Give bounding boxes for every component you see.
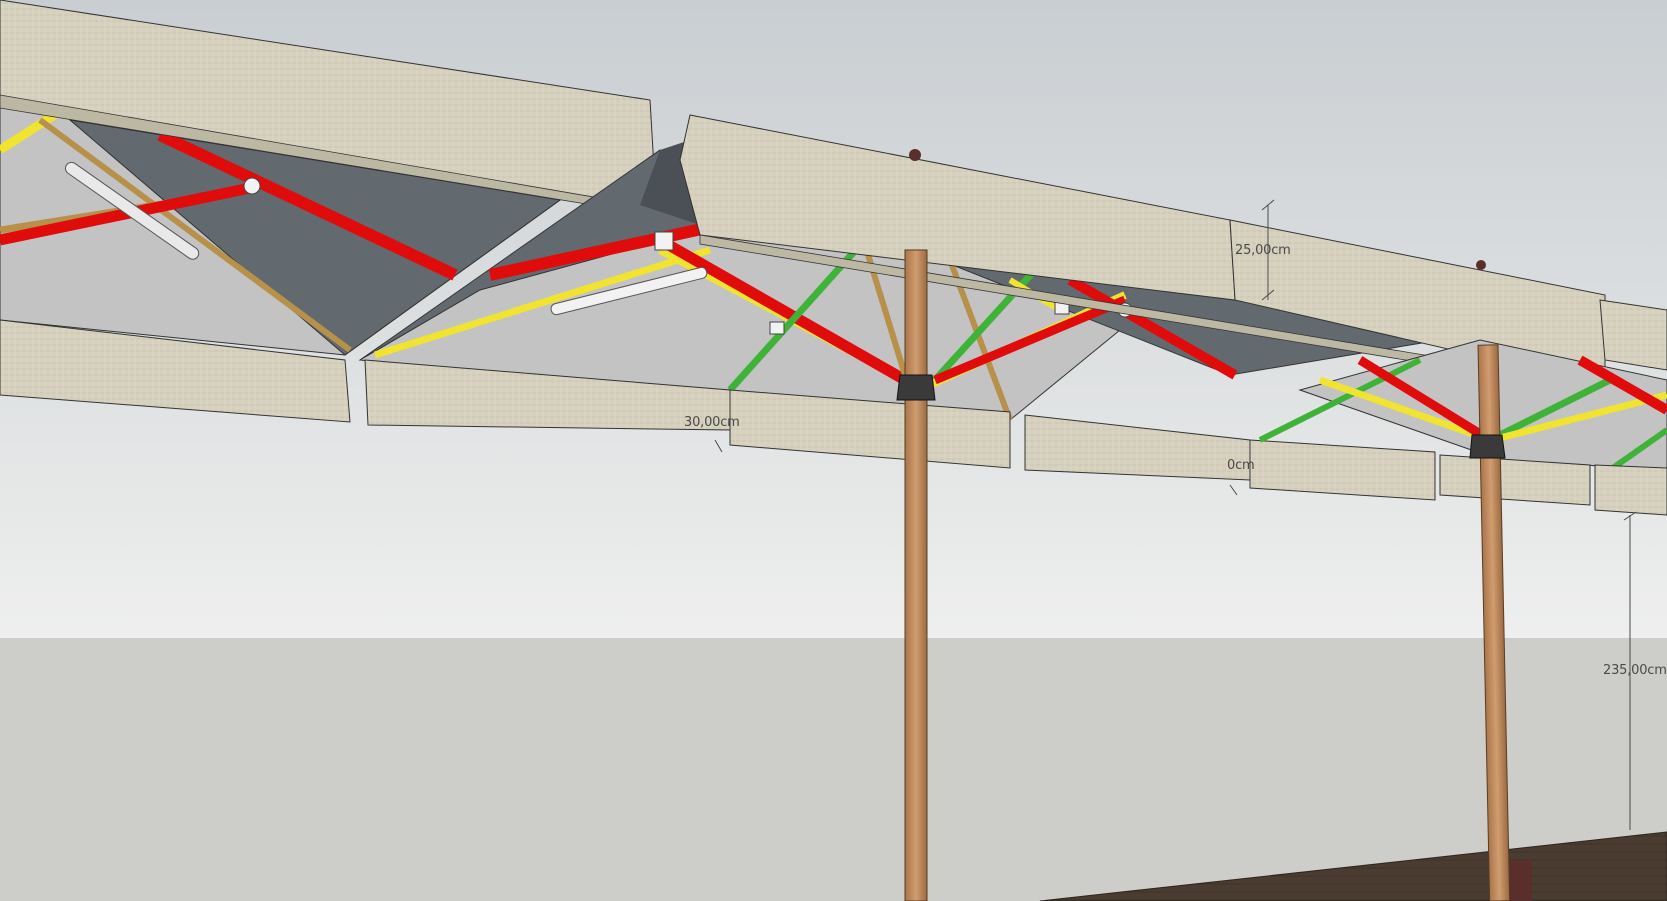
dimension-label-30cm: 30,00cm: [684, 415, 740, 430]
dimension-label-235cm: 235,00cm: [1603, 663, 1667, 678]
umbrella-center: [358, 114, 1606, 901]
center-hub: [896, 374, 936, 401]
dimension-lines: [714, 199, 1637, 830]
ground: [0, 638, 1667, 901]
dimension-label-25cm: 25,00cm: [1235, 243, 1291, 258]
umbrella-left: [0, 0, 656, 423]
umbrella-right: [1258, 260, 1667, 901]
center-pole: [904, 249, 928, 901]
dimension-label-cm: 0cm: [1227, 458, 1255, 473]
